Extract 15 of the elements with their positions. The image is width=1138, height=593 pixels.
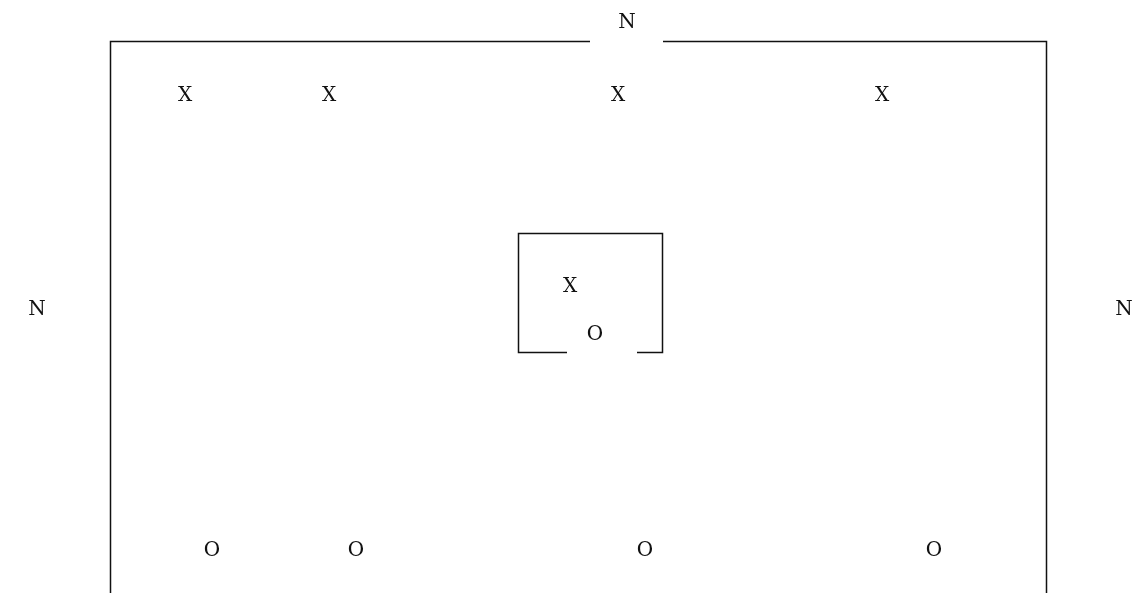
marker-letter: X — [562, 273, 578, 297]
position-letter: O — [203, 537, 221, 561]
position-letter: O — [636, 537, 654, 561]
position-letter: O — [347, 537, 365, 561]
position-letter: O — [925, 537, 943, 561]
marker-letter: O — [586, 321, 604, 345]
position-letter: X — [610, 82, 626, 106]
position-letter: N — [1115, 296, 1133, 320]
position-letter: X — [177, 82, 193, 106]
position-letter: N — [28, 296, 46, 320]
field-outline — [110, 41, 1047, 593]
position-letter: N — [618, 9, 636, 33]
inner-box — [518, 233, 663, 353]
position-letter: X — [321, 82, 337, 106]
position-letter: X — [874, 82, 890, 106]
